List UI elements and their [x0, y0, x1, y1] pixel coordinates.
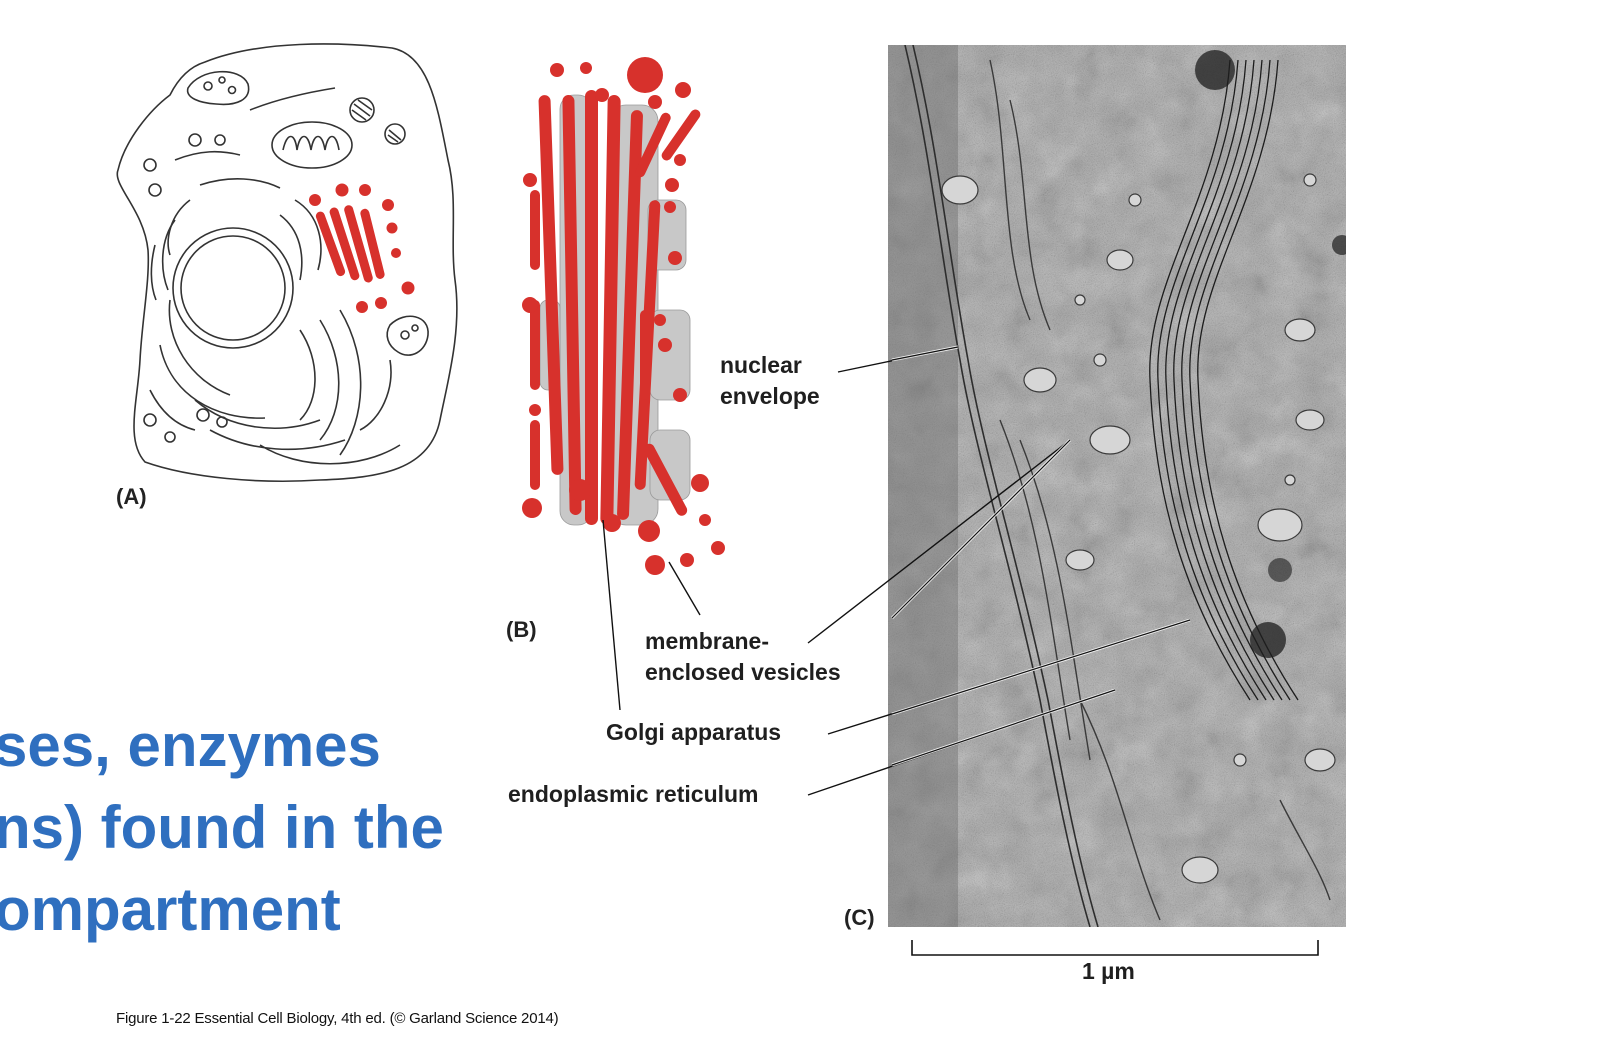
cell-schematic: [116, 43, 458, 482]
slide-text-line3: ompartment: [0, 876, 341, 943]
vesicles-label: membrane- enclosed vesicles: [645, 626, 841, 688]
er-label: endoplasmic reticulum: [508, 781, 759, 807]
nuclear-envelope-label-line2: envelope: [720, 383, 820, 409]
scale-bar: [911, 940, 1319, 956]
mitochondrion-outline: [271, 121, 353, 169]
micrograph: [888, 45, 1346, 927]
cell-golgi: [309, 183, 415, 313]
vesicles-label-line1: membrane-: [645, 628, 769, 654]
golgi-3d: [522, 57, 725, 575]
slide-text-line2: ns) found in the: [0, 794, 444, 861]
nucleus-inner: [180, 235, 286, 341]
nuclear-envelope-label-line1: nuclear: [720, 352, 802, 378]
vesicles-label-line2: enclosed vesicles: [645, 659, 841, 685]
figure-caption: Figure 1-22 Essential Cell Biology, 4th …: [116, 1010, 559, 1027]
cell-membrane: [116, 43, 458, 482]
scale-bar-label: 1 µm: [1082, 958, 1135, 984]
panel-c-label: (C): [844, 905, 875, 930]
panel-b-label: (B): [506, 617, 537, 642]
panel-a-label: (A): [116, 484, 147, 509]
nucleus-outer: [172, 227, 294, 349]
nuclear-envelope-label: nuclear envelope: [720, 350, 820, 412]
slide-text-line1: ses, enzymes: [0, 712, 381, 779]
golgi-label: Golgi apparatus: [606, 719, 782, 745]
